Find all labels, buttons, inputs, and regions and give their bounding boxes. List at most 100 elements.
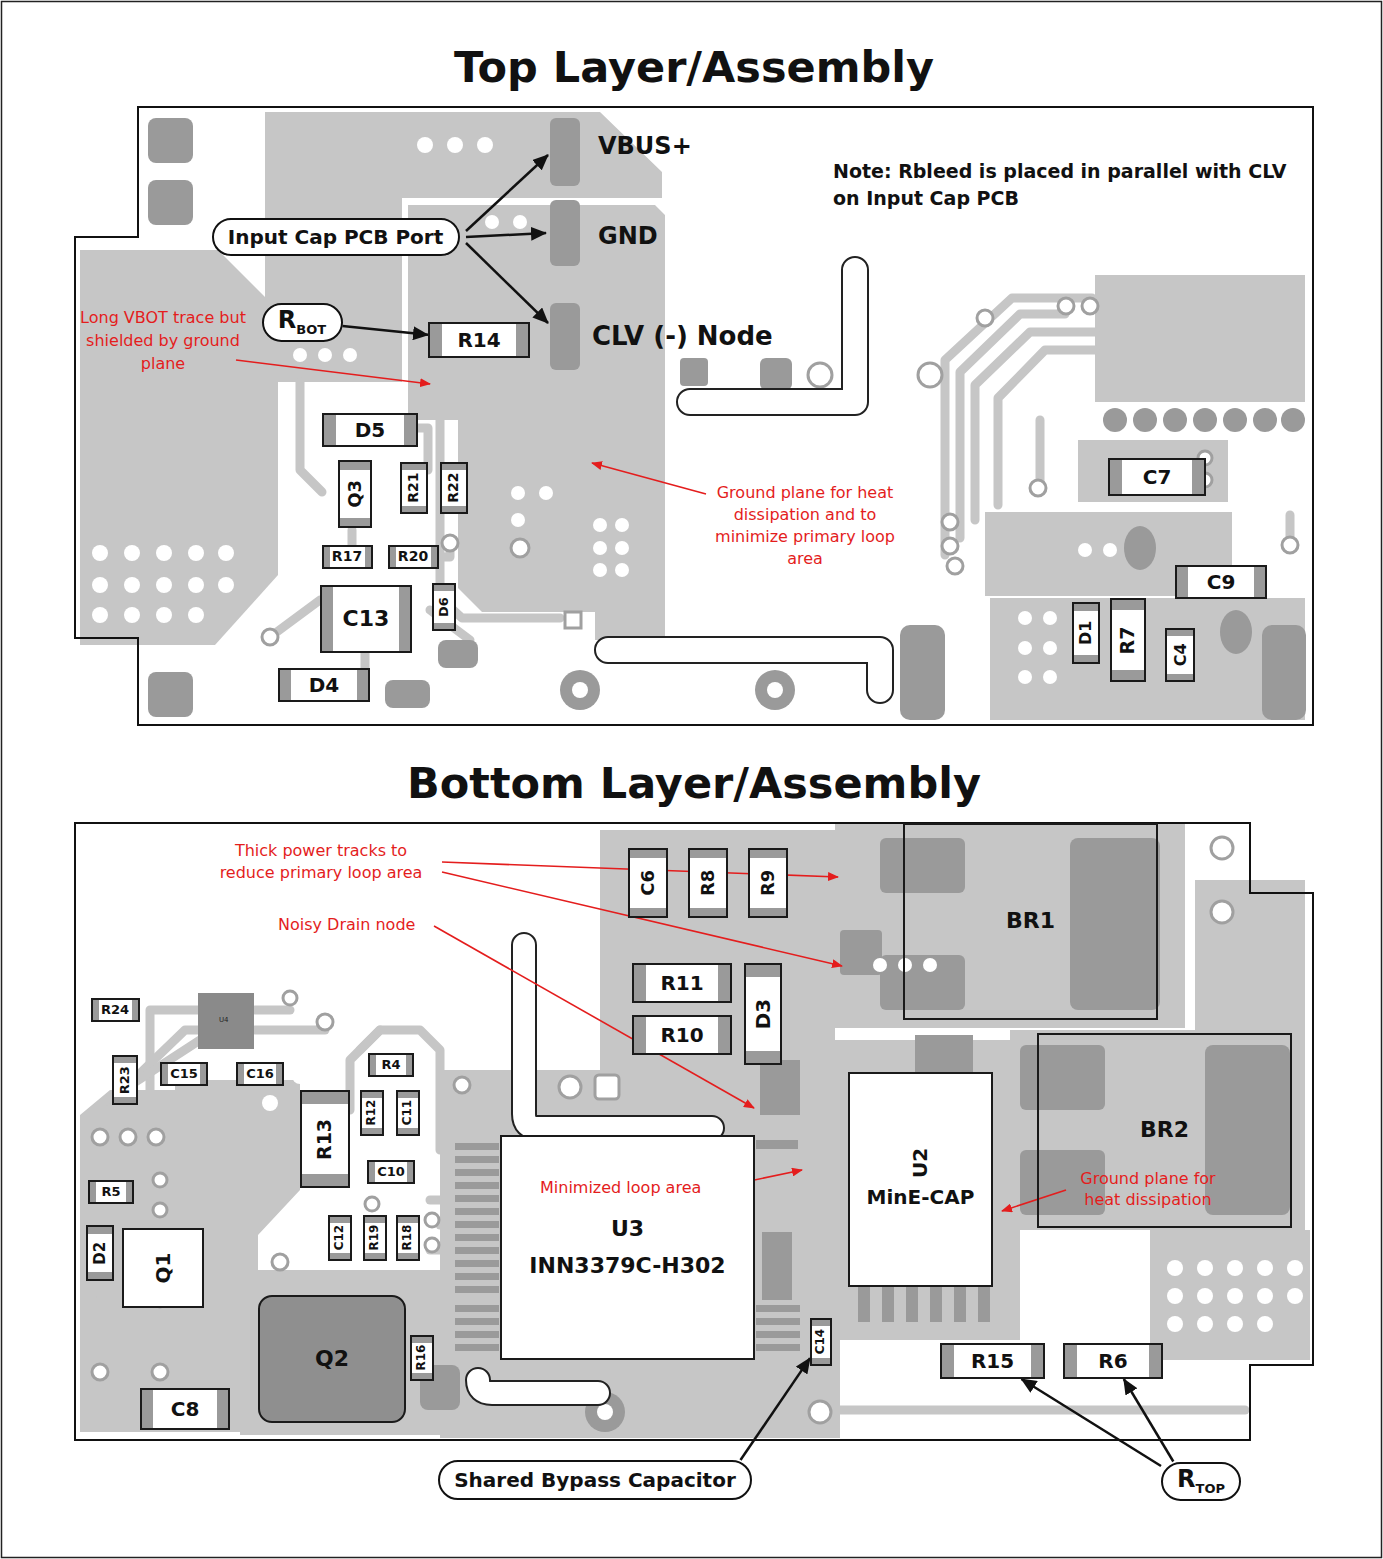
pcb-shape — [1227, 1288, 1243, 1304]
pcb-shape — [300, 382, 322, 492]
bottom-vias — [262, 958, 1303, 1420]
pcb-shape — [880, 955, 965, 1010]
pcb-shape — [1197, 1288, 1213, 1304]
component-footprint: C9 — [1175, 565, 1267, 599]
pcb-shape — [440, 345, 560, 618]
pcb-shape — [317, 1014, 333, 1030]
pcb-shape — [1205, 1045, 1290, 1215]
pcb-shape — [92, 607, 108, 623]
pcb-shape — [455, 1143, 499, 1150]
component-label: BR2 — [1140, 1118, 1189, 1142]
pcb-shape — [466, 233, 546, 237]
component-footprint: Q3 — [338, 460, 372, 528]
callout-text: Shared Bypass Capacitor — [454, 1468, 736, 1492]
pcb-shape — [572, 682, 588, 698]
component-label: R22 — [446, 473, 461, 503]
board-panel: Top Layer/AssemblyInput Cap PCB PortRBOT… — [75, 107, 1313, 725]
component-label: U3 — [611, 1217, 644, 1241]
pcb-shape — [1043, 611, 1057, 625]
pcb-shape — [898, 958, 912, 972]
callout-text: R — [1177, 1465, 1195, 1493]
callout-bubble: RTOP — [1161, 1462, 1241, 1501]
pcb-shape — [1133, 408, 1157, 432]
pcb-shape — [455, 1247, 499, 1254]
pcb-shape — [1257, 1260, 1273, 1276]
pcb-shape — [156, 545, 172, 561]
design-note: Note: Rbleed is placed in parallel with … — [833, 158, 1303, 212]
bottom-holes — [92, 837, 1233, 1423]
pcb-shape — [455, 1331, 499, 1338]
pcb-shape — [1103, 543, 1117, 557]
pcb-shape — [593, 518, 607, 532]
component-footprint: R13 — [300, 1090, 350, 1188]
component-label: C16 — [246, 1067, 274, 1081]
pcb-shape — [755, 670, 795, 710]
component-label: R23 — [118, 1066, 132, 1094]
component-label: R4 — [381, 1058, 400, 1072]
pcb-shape — [945, 298, 1092, 555]
component-footprint: R19 — [363, 1215, 387, 1261]
pcb-shape — [680, 358, 708, 386]
pcb-shape — [218, 577, 234, 593]
ic-footprint: U3INN3379C-H302 — [500, 1135, 755, 1360]
pcb-shape — [1010, 1030, 1305, 1230]
pcb-shape — [153, 1173, 167, 1187]
component-label: R14 — [457, 329, 500, 351]
component-footprint: C8 — [140, 1388, 230, 1430]
pcb-shape — [466, 243, 548, 323]
component-label: D1 — [1077, 621, 1095, 645]
pcb-shape — [442, 535, 458, 551]
pcb-shape — [978, 1287, 990, 1322]
callout-subscript: BOT — [296, 322, 326, 337]
top-vias — [92, 137, 1117, 698]
component-label: Q1 — [152, 1253, 174, 1284]
pcb-shape — [1262, 625, 1306, 720]
pcb-shape — [1167, 1260, 1183, 1276]
component-label: C12 — [333, 1225, 346, 1251]
panel-heading: Bottom Layer/Assembly — [75, 755, 1313, 811]
pcb-shape — [188, 545, 204, 561]
pcb-shape — [455, 1286, 499, 1293]
component-label: R16 — [415, 1345, 428, 1371]
pcb-shape — [593, 541, 607, 555]
pcb-shape — [124, 607, 140, 623]
board-edge — [75, 107, 1313, 725]
component-label: R20 — [398, 549, 428, 564]
component-label: BR1 — [1006, 909, 1055, 933]
pcb-shape — [218, 545, 234, 561]
component-footprint: R23 — [112, 1055, 138, 1105]
pcb-shape — [524, 945, 712, 1128]
component-label: Q2 — [315, 1347, 349, 1371]
component-footprint: R17 — [322, 545, 373, 569]
pcb-shape — [1070, 838, 1160, 1010]
annotation: Ground plane for heat dissipation and to… — [712, 482, 898, 570]
pcb-shape — [124, 577, 140, 593]
pcb-shape — [1220, 610, 1252, 654]
pcb-shape — [942, 514, 958, 530]
component-footprint: C13 — [320, 585, 412, 653]
bottom-pads — [198, 838, 1290, 1432]
callout-subscript: TOP — [1196, 1481, 1225, 1496]
component-footprint: C6 — [628, 848, 668, 918]
pcb-shape — [808, 363, 832, 387]
pcb-shape — [455, 1260, 499, 1267]
annotation: Thick power tracks to reduce primary loo… — [205, 840, 437, 884]
pcb-shape — [756, 1318, 800, 1325]
pcb-shape — [92, 1129, 108, 1145]
component-footprint: C15 — [160, 1062, 208, 1086]
pcb-shape — [873, 958, 887, 972]
pcb-shape — [608, 650, 880, 690]
pcb-shape — [977, 310, 993, 326]
pcb-shape — [262, 1095, 278, 1111]
component-label: D4 — [309, 674, 340, 696]
pcb-shape — [1043, 641, 1057, 655]
pcb-shape — [539, 486, 553, 500]
pcb-shape — [756, 1331, 800, 1338]
top-copper — [80, 112, 1305, 720]
pcb-shape — [1036, 420, 1045, 488]
pcb-shape — [513, 215, 527, 229]
component-label: C13 — [343, 607, 390, 631]
callout-text: Input Cap PCB Port — [228, 225, 444, 249]
component-label: R18 — [401, 1225, 414, 1251]
